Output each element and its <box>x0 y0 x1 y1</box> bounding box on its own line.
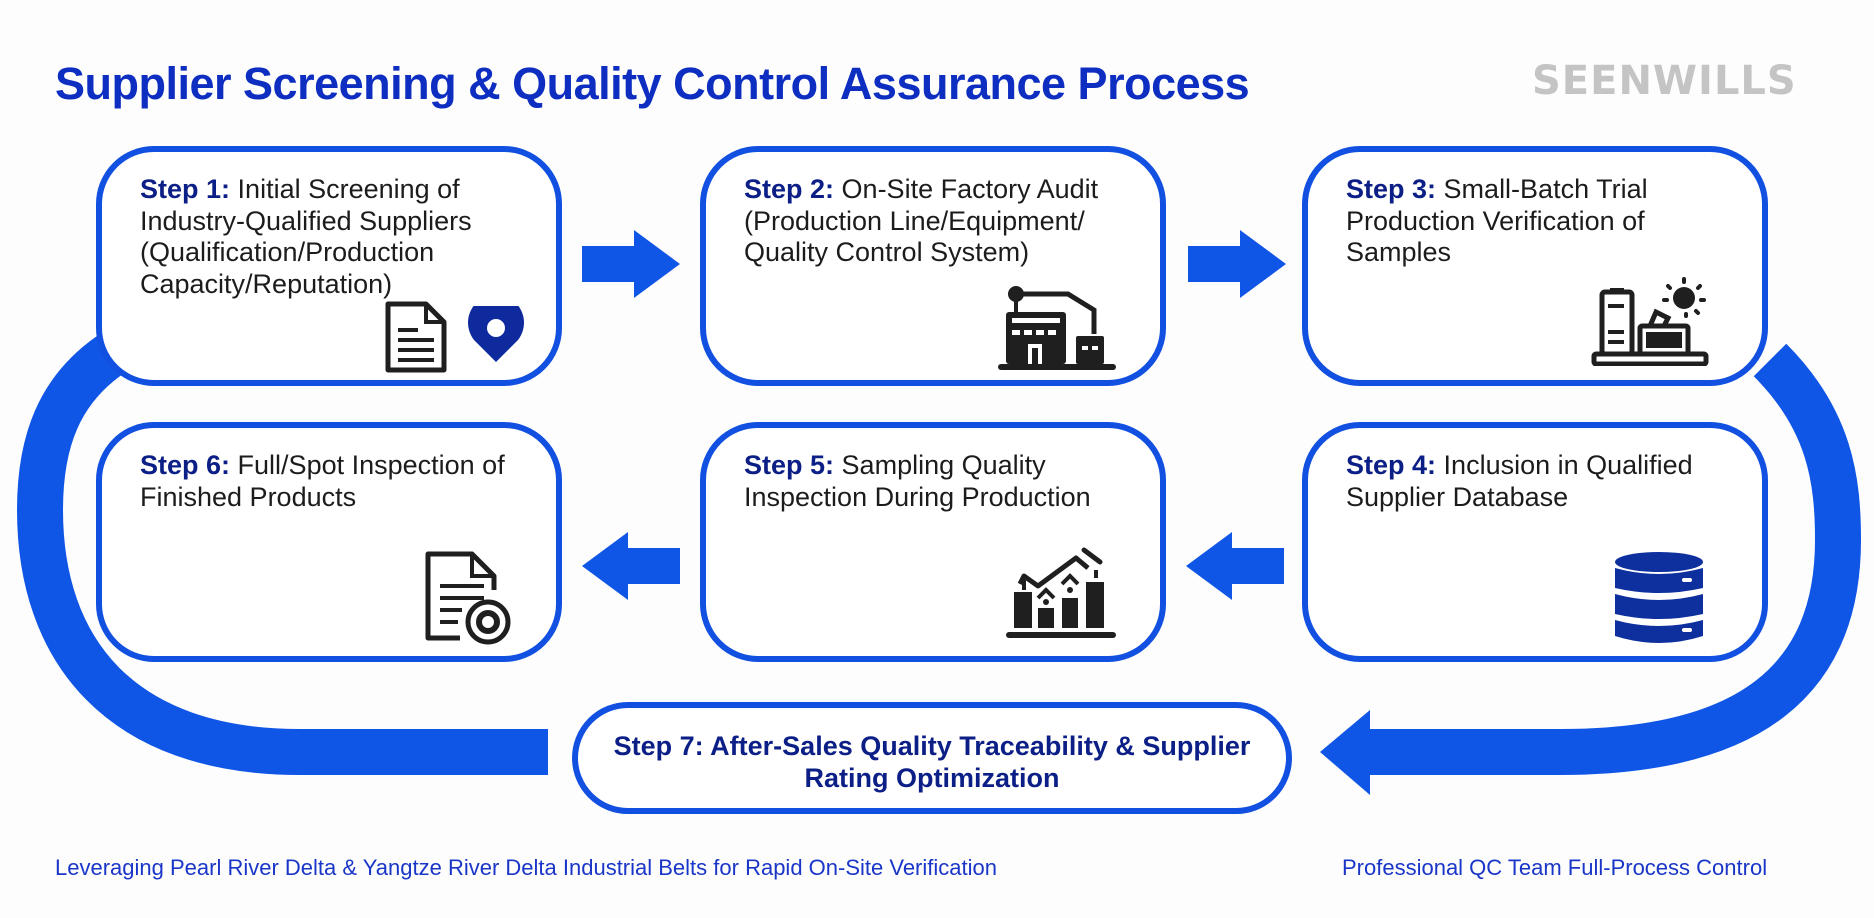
database-icon <box>1615 552 1703 643</box>
step-5-text: Step 5: Sampling Quality Inspection Duri… <box>744 450 1130 513</box>
footer-right-note: Professional QC Team Full-Process Contro… <box>1342 855 1768 880</box>
location-pin-icon <box>468 306 524 362</box>
sample-test-lab-icon <box>1591 277 1709 366</box>
step-3-text: Step 3: Small-Batch Trial Production Ver… <box>1346 174 1732 269</box>
step-card-2: Step 2: On-Site Factory Audit (Productio… <box>700 146 1166 386</box>
brand-logo: SEENWILLS <box>1532 58 1797 104</box>
step-card-4: Step 4: Inclusion in Qualified Supplier … <box>1302 422 1768 662</box>
arrow-step5-to-step6 <box>582 532 680 600</box>
step-card-6: Step 6: Full/Spot Inspection of Finished… <box>96 422 562 662</box>
step-5-label: Step 5: <box>744 450 835 480</box>
document-icon <box>385 301 447 373</box>
step-7-description: After-Sales Quality Traceability & Suppl… <box>710 731 1251 793</box>
arrow-step1-to-step2 <box>582 230 680 298</box>
step-2-text: Step 2: On-Site Factory Audit (Productio… <box>744 174 1130 269</box>
step-4-text: Step 4: Inclusion in Qualified Supplier … <box>1346 450 1732 513</box>
step-5-description: Sampling Quality Inspection During Produ… <box>744 450 1091 512</box>
step-1-text: Step 1: Initial Screening of Industry-Qu… <box>140 174 526 300</box>
step-7-text: Step 7: After-Sales Quality Traceability… <box>578 730 1286 794</box>
step-3-label: Step 3: <box>1346 174 1437 204</box>
step-2-label: Step 2: <box>744 174 835 204</box>
loop-arrow-left <box>16 336 548 775</box>
loop-arrow-right-head <box>1320 710 1370 795</box>
loop-arrow-right <box>1370 343 1862 775</box>
page-title: Supplier Screening & Quality Control Ass… <box>55 58 1250 109</box>
step-4-label: Step 4: <box>1346 450 1437 480</box>
step-card-1: Step 1: Initial Screening of Industry-Qu… <box>96 146 562 386</box>
step-4-description: Inclusion in Qualified Supplier Database <box>1346 450 1693 512</box>
step-3-description: Small-Batch Trial Production Verificatio… <box>1346 174 1648 267</box>
factory-icon <box>998 286 1116 370</box>
step-6-description: Full/Spot Inspection of Finished Product… <box>140 450 505 512</box>
step-card-3: Step 3: Small-Batch Trial Production Ver… <box>1302 146 1768 386</box>
step-1-description: Initial Screening of Industry-Qualified … <box>140 174 472 299</box>
step-7-label: Step 7: <box>613 731 704 761</box>
bar-chart-trend-icon <box>1006 547 1116 638</box>
step-card-5: Step 5: Sampling Quality Inspection Duri… <box>700 422 1166 662</box>
step-6-label: Step 6: <box>140 450 231 480</box>
arrow-step2-to-step3 <box>1188 230 1286 298</box>
step-card-7: Step 7: After-Sales Quality Traceability… <box>572 702 1292 814</box>
step-1-label: Step 1: <box>140 174 231 204</box>
step-2-description: On-Site Factory Audit (Production Line/E… <box>744 174 1099 267</box>
footer-left-note: Leveraging Pearl River Delta & Yangtze R… <box>55 855 997 880</box>
document-inspection-icon <box>425 551 511 645</box>
step-6-text: Step 6: Full/Spot Inspection of Finished… <box>140 450 526 513</box>
arrow-step4-to-step5 <box>1186 532 1284 600</box>
